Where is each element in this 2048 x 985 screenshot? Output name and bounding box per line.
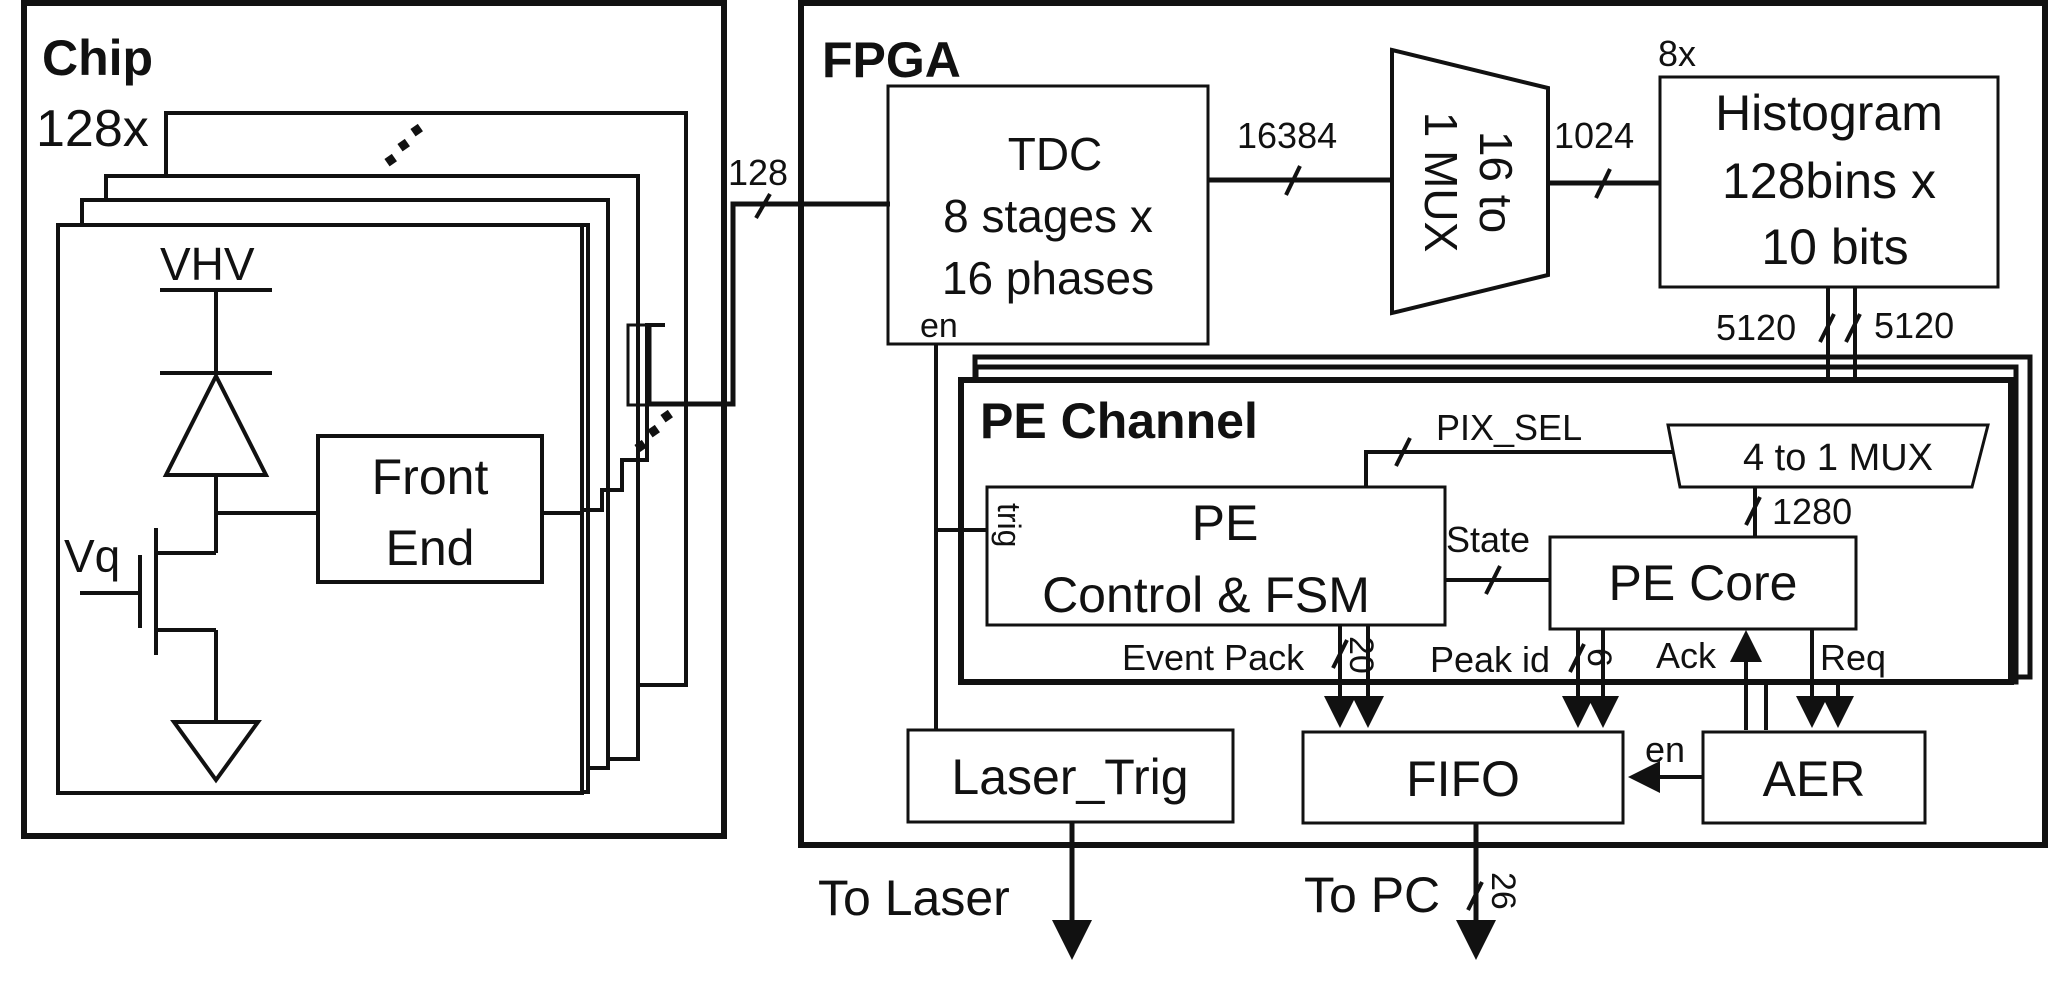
stack-ellipsis-top — [384, 123, 423, 167]
hist-bus-left-slash — [1818, 313, 1836, 343]
tdc-line-2: 8 stages x — [943, 190, 1153, 242]
pe-channel-title: PE Channel — [980, 393, 1258, 449]
vq-label: Vq — [64, 530, 120, 582]
mux-bus-slash — [1594, 168, 1612, 199]
hist-bus-right-slash — [1844, 313, 1862, 343]
ground-icon — [170, 720, 262, 784]
quench-transistor-icon — [80, 528, 218, 720]
to-pc-label: To PC — [1304, 867, 1440, 923]
event-pack-bus-width: 20 — [1342, 636, 1380, 674]
histogram-line-3: 10 bits — [1761, 219, 1908, 275]
chip-title: Chip — [42, 30, 153, 86]
stack-ellipsis-side — [634, 409, 673, 453]
tdc-line-1: TDC — [1008, 128, 1103, 180]
hist-bus-left-width: 5120 — [1716, 307, 1796, 348]
chip-bus-slash — [754, 192, 772, 220]
peak-id-bus-width: 6 — [1580, 648, 1618, 667]
aer-en-label: en — [1645, 729, 1685, 770]
peak-id-label: Peak id — [1430, 639, 1550, 680]
ack-label: Ack — [1656, 635, 1717, 676]
histogram-line-1: Histogram — [1715, 85, 1943, 141]
event-pack-slash — [1331, 639, 1349, 669]
tdc-box — [886, 84, 1210, 346]
pix-sel-slash — [1394, 437, 1412, 467]
aer-label: AER — [1763, 751, 1866, 807]
req-label: Req — [1820, 637, 1886, 678]
fpga-outer-box — [798, 0, 2048, 848]
pe-control-line-2: Control & FSM — [1042, 567, 1370, 623]
mux4-trapezoid — [1666, 423, 1990, 489]
front-end-line-1: Front — [372, 449, 489, 505]
pe-core-label: PE Core — [1609, 555, 1798, 611]
front-end-line-2: End — [386, 520, 475, 576]
mux4-label: 4 to 1 MUX — [1743, 437, 1933, 479]
stack-right-edges — [582, 323, 665, 512]
fifo-box — [1301, 730, 1625, 825]
event-pack-label: Event Pack — [1122, 637, 1305, 678]
outputs-section: To Laser To PC 26 — [818, 822, 1522, 960]
to-pc-bus-width: 26 — [1484, 872, 1522, 910]
pe-control-line-1: PE — [1192, 495, 1259, 551]
pe-core-box — [1548, 535, 1858, 631]
fifo-label: FIFO — [1406, 751, 1520, 807]
tdc-bus-width: 16384 — [1237, 115, 1337, 156]
laser-trig-label: Laser_Trig — [951, 749, 1188, 805]
tdc-en-label: en — [920, 307, 958, 345]
mux16-line-2: 1 MUX — [1415, 112, 1467, 253]
chip-bus-width: 128 — [728, 152, 788, 193]
pix-sel-label: PIX_SEL — [1436, 407, 1582, 448]
mux16-trapezoid — [1390, 47, 1550, 316]
chip-section: Chip 128x 128 VHV — [21, 0, 890, 839]
mux4-bus-slash — [1744, 496, 1762, 526]
peak-id-slash — [1568, 643, 1586, 673]
bus-connector-box — [626, 323, 652, 407]
fpga-section: FPGA TDC 8 stages x 16 phases en 16384 1… — [798, 0, 2048, 848]
mux4-bus-width: 1280 — [1772, 491, 1852, 532]
pix-sel-wire — [1364, 450, 1672, 487]
mux16-line-1: 16 to — [1470, 131, 1522, 233]
histogram-line-2: 128bins x — [1722, 153, 1936, 209]
chip-output-bus — [650, 201, 890, 407]
to-laser-label: To Laser — [818, 870, 1010, 926]
to-pc-slash — [1466, 881, 1484, 911]
mux-bus-width: 1024 — [1554, 115, 1634, 156]
chip-multiplier-label: 128x — [36, 100, 149, 158]
tdc-line-3: 16 phases — [942, 252, 1154, 304]
state-label: State — [1446, 519, 1530, 560]
front-end-box — [316, 434, 544, 584]
vhv-label: VHV — [160, 238, 255, 290]
pe-control-box — [985, 485, 1447, 627]
chip-outer-box — [21, 0, 727, 839]
pe-trig-label: trig — [991, 503, 1027, 547]
fpga-title: FPGA — [822, 32, 961, 88]
tdc-bus-slash — [1284, 165, 1302, 196]
spad-circuit: VHV Vq — [64, 238, 318, 784]
hist-bus-right-width: 5120 — [1874, 305, 1954, 346]
hist-count-label: 8x — [1658, 33, 1696, 74]
state-slash — [1484, 565, 1502, 595]
pe-channel-box — [958, 377, 2014, 685]
